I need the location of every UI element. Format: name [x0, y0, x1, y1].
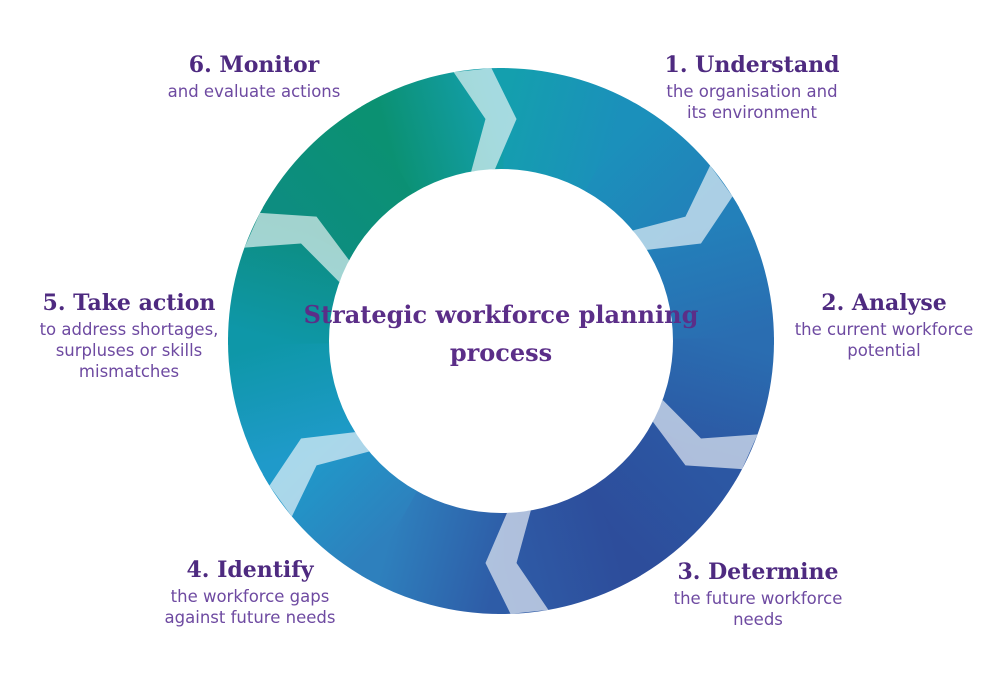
diagram-center-title: Strategic workforce planning process [301, 296, 701, 372]
step-4-identify: 4. Identify the workforce gaps against f… [132, 557, 368, 628]
step-2-description: the current workforce potential [794, 320, 974, 360]
step-4-title: 4. Identify [186, 557, 314, 583]
center-title-line1: Strategic workforce planning [303, 300, 699, 329]
step-4-description: the workforce gaps against future needs [164, 587, 336, 627]
step-1-description: the organisation and its environment [666, 82, 838, 122]
chevron-arrow-icon [269, 432, 370, 517]
step-5-description: to address shortages, surpluses or skill… [39, 320, 219, 381]
step-5-take-action: 5. Take action to address shortages, sur… [12, 290, 246, 382]
step-3-title: 3. Determine [677, 559, 839, 585]
chevron-arrow-icon [652, 399, 758, 470]
chevron-arrow-icon [485, 510, 549, 614]
chevron-arrow-icon [453, 68, 517, 172]
chevron-arrow-icon [244, 212, 350, 283]
step-5-title: 5. Take action [42, 290, 216, 316]
step-6-title: 6. Monitor [188, 52, 320, 78]
step-1-understand: 1. Understand the organisation and its e… [632, 52, 872, 123]
step-6-monitor: 6. Monitor and evaluate actions [134, 52, 374, 102]
step-6-description: and evaluate actions [167, 82, 341, 101]
step-3-description: the future workforce needs [673, 589, 843, 629]
ring-segment [361, 68, 505, 194]
step-2-analyse: 2. Analyse the current workforce potenti… [766, 290, 1002, 361]
center-title-line2: process [449, 338, 553, 367]
ring-segment [497, 488, 641, 614]
step-2-title: 2. Analyse [821, 290, 947, 316]
chevron-arrow-icon [632, 165, 733, 250]
step-3-determine: 3. Determine the future workforce needs [640, 559, 876, 630]
step-1-title: 1. Understand [664, 52, 840, 78]
